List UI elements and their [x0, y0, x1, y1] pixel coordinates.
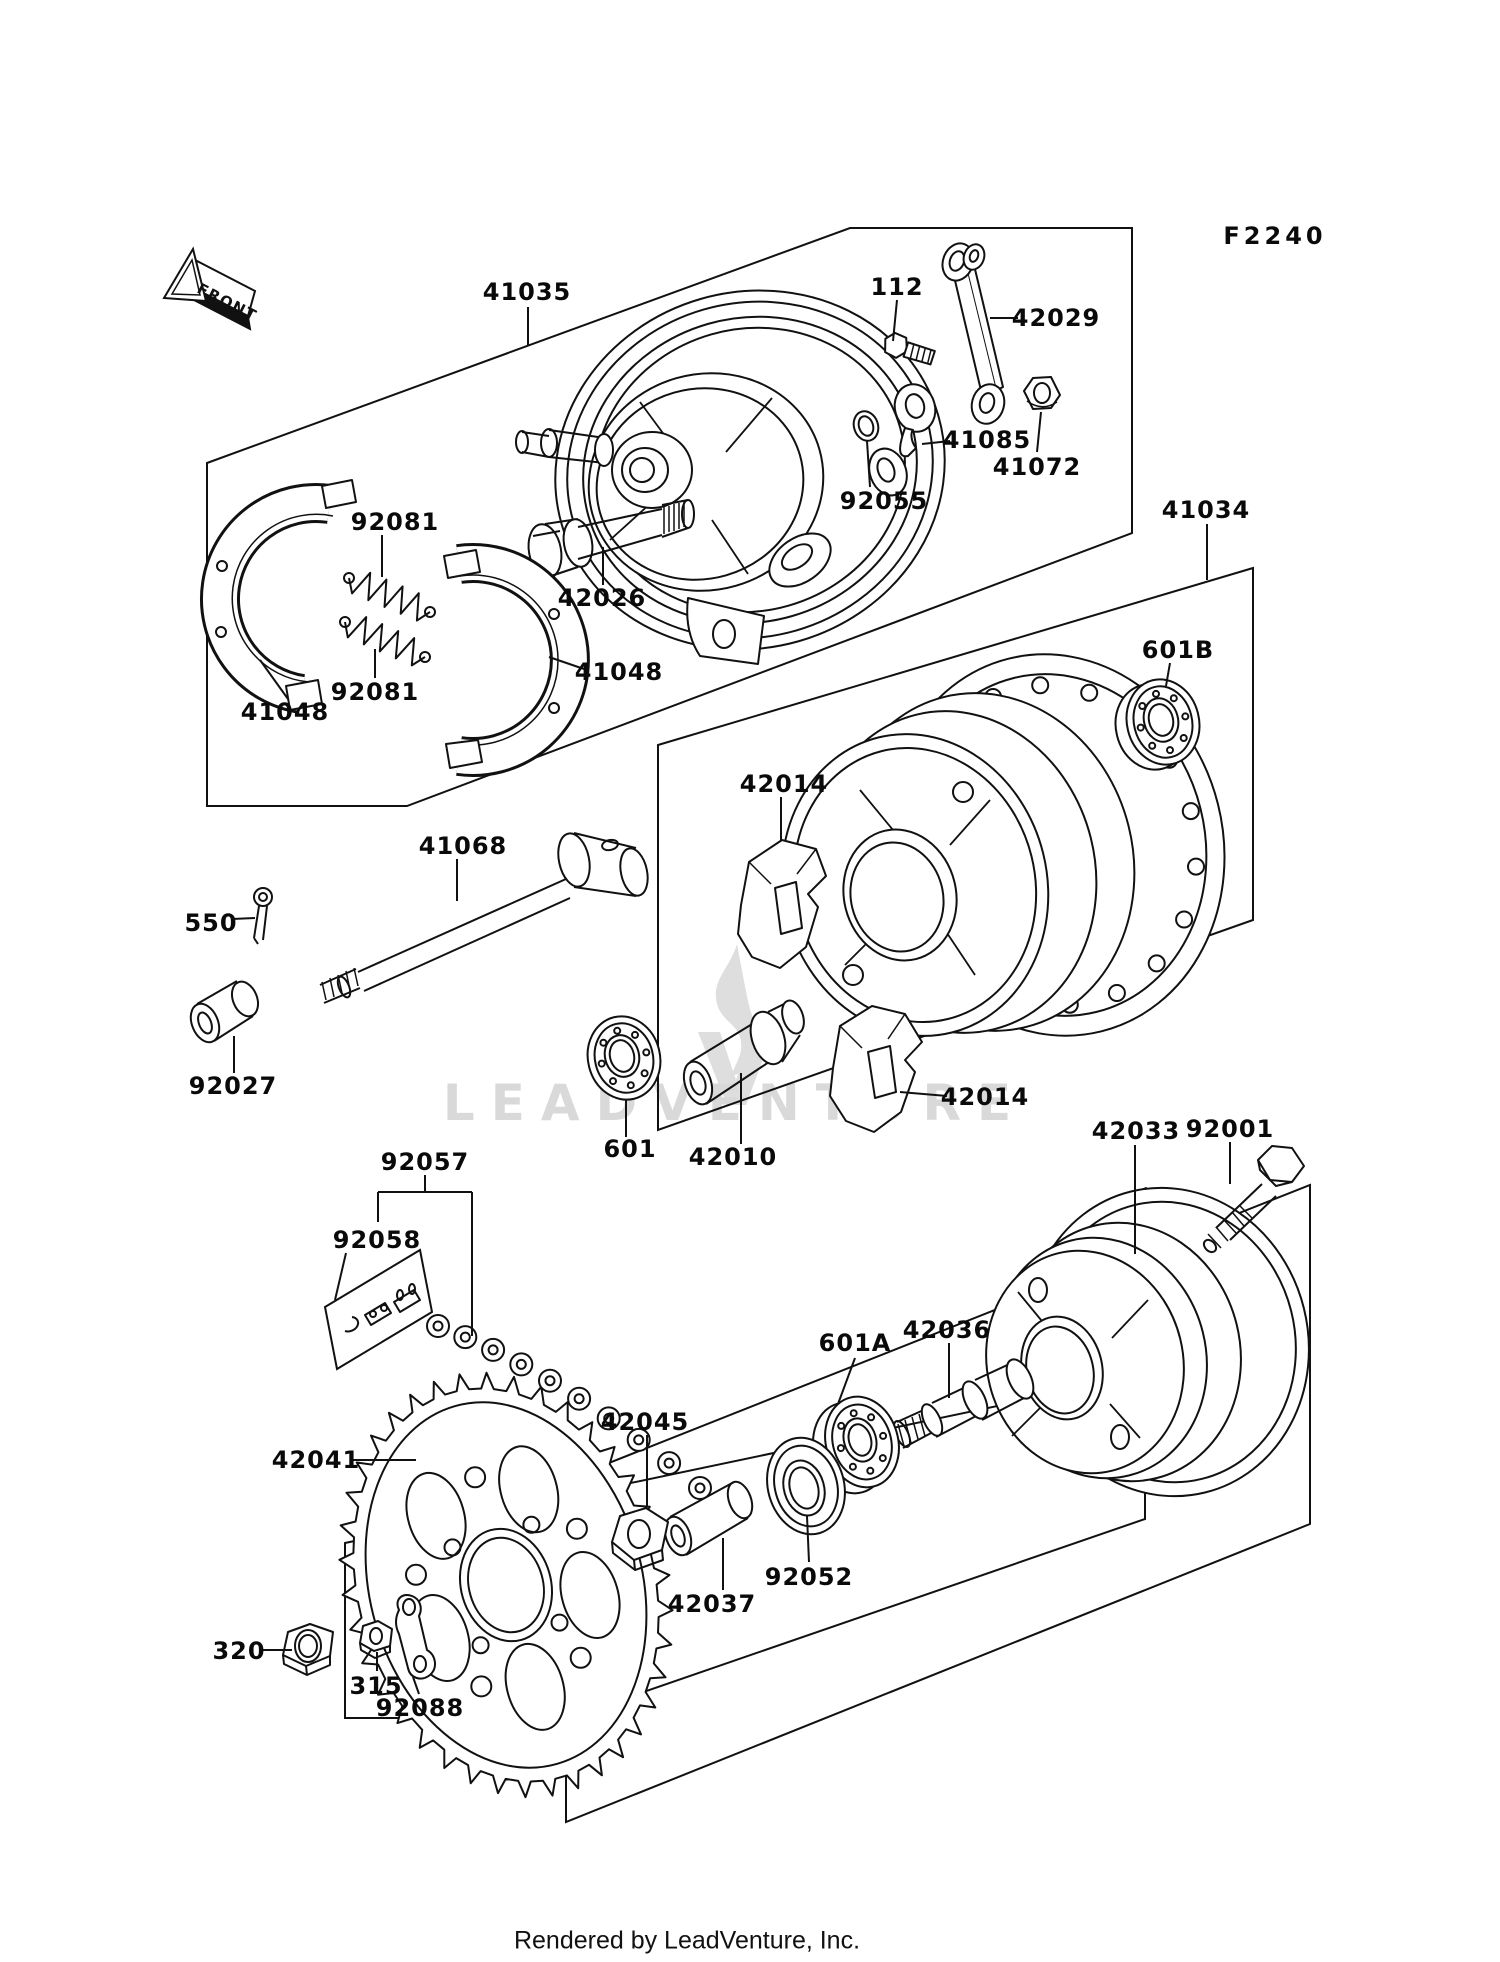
- bolt-112-drawing: [884, 331, 936, 366]
- nut-315-drawing: [359, 1620, 393, 1659]
- damper-top-drawing: [737, 839, 827, 969]
- footer-credit: Rendered by LeadVenture, Inc.: [513, 1926, 861, 1955]
- part-label-92081-top: 92081: [350, 508, 440, 536]
- sprocket-drawing: [338, 1371, 674, 1799]
- front-direction-arrow: FRONT: [162, 246, 260, 331]
- part-label-92052: 92052: [764, 1563, 854, 1591]
- hub-drawing: [780, 653, 1226, 1037]
- brake-panel-assembly-box: [206, 227, 1133, 807]
- brake-panel-drawing: [515, 289, 946, 665]
- part-label-92027: 92027: [188, 1072, 278, 1100]
- part-label-41072: 41072: [992, 453, 1082, 481]
- part-label-112: 112: [870, 273, 924, 301]
- front-arrow-head: [162, 246, 208, 303]
- part-label-42029: 42029: [1011, 304, 1101, 332]
- leadventure-watermark: LEADVENTURE: [443, 944, 1027, 1132]
- link-92088-drawing: [395, 1594, 436, 1680]
- bearing-601-drawing: [586, 1015, 662, 1101]
- part-label-601A: 601A: [818, 1329, 892, 1357]
- v-logo-watermark: [698, 1032, 773, 1105]
- brake-springs-drawing: [339, 571, 436, 667]
- part-label-42045: 42045: [600, 1408, 690, 1436]
- axle-drawing: [319, 832, 649, 1004]
- part-label-92057: 92057: [380, 1148, 470, 1176]
- nut-320-drawing: [282, 1623, 334, 1676]
- leader-lines: [231, 299, 1231, 1695]
- spacer-42010-drawing: [682, 999, 805, 1106]
- masterlink-box: [323, 1248, 434, 1371]
- nut-41072-drawing: [1023, 376, 1061, 410]
- part-label-42033: 42033: [1091, 1117, 1181, 1145]
- part-drawings: [189, 242, 1310, 1799]
- front-arrow-head-inner: [170, 257, 201, 296]
- part-label-42014-top: 42014: [739, 770, 829, 798]
- oring-92055-drawing: [852, 410, 880, 442]
- cotter-pin-drawing: [253, 887, 273, 945]
- part-label-41034: 41034: [1161, 496, 1251, 524]
- part-label-92058: 92058: [332, 1226, 422, 1254]
- brake-rod-42029-drawing: [941, 242, 1006, 425]
- part-label-92088: 92088: [375, 1694, 465, 1722]
- stud-42036-drawing: [892, 1358, 1035, 1449]
- chain-drawing: [426, 1314, 712, 1500]
- part-label-92001: 92001: [1185, 1115, 1275, 1143]
- bolt-92001-drawing: [1202, 1145, 1305, 1254]
- watermark-text: LEADVENTURE: [443, 1074, 1027, 1132]
- part-label-42036: 42036: [902, 1316, 992, 1344]
- part-label-41068: 41068: [418, 832, 508, 860]
- part-label-315: 315: [349, 1672, 403, 1700]
- part-label-42014-bottom: 42014: [940, 1083, 1030, 1111]
- brake-shoe-left-drawing: [199, 479, 357, 714]
- flame-logo-watermark: [715, 944, 758, 1076]
- bushing-92027-drawing: [189, 980, 260, 1044]
- part-label-42037: 42037: [667, 1590, 757, 1618]
- part-label-92055: 92055: [839, 487, 929, 515]
- collar-42037-drawing: [663, 1480, 754, 1557]
- bearing-601B-drawing: [1114, 678, 1201, 771]
- damper-bottom-drawing: [829, 1005, 923, 1133]
- part-label-42026: 42026: [557, 584, 647, 612]
- part-label-601B: 601B: [1141, 636, 1215, 664]
- part-label-601: 601: [603, 1135, 657, 1163]
- figure-code: F2240: [1223, 222, 1327, 250]
- keeper-41085-drawing: [893, 383, 937, 458]
- part-label-42041: 42041: [271, 1446, 361, 1474]
- nut-42045-drawing: [611, 1507, 669, 1571]
- masterlink-parts-drawing: [344, 1283, 421, 1333]
- hub-assembly-box: [657, 566, 1254, 1132]
- part-label-41048-right: 41048: [574, 658, 664, 686]
- part-label-92081-bottom: 92081: [330, 678, 420, 706]
- part-label-320: 320: [212, 1637, 266, 1665]
- part-label-550: 550: [184, 909, 238, 937]
- coupling-hub-drawing: [985, 1186, 1310, 1498]
- part-label-42010: 42010: [688, 1143, 778, 1171]
- part-label-41035: 41035: [482, 278, 572, 306]
- part-label-41085: 41085: [942, 426, 1032, 454]
- part-label-41048-left: 41048: [240, 698, 330, 726]
- seal-92052-drawing: [766, 1436, 846, 1536]
- brake-shoe-right-drawing: [443, 543, 590, 777]
